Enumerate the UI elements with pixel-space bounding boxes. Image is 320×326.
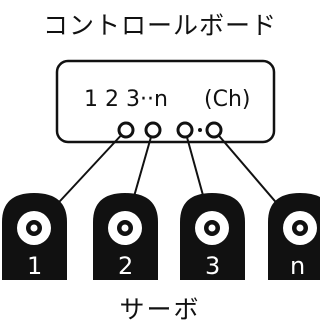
board-port-2 (144, 121, 162, 139)
board-port-1 (117, 121, 135, 139)
board-port-dot (198, 128, 202, 132)
control-board-box (55, 59, 276, 144)
servo-1-label: 1 (27, 252, 42, 280)
board-port-n (205, 121, 223, 139)
servo-n: n (268, 193, 320, 280)
servo-3-label: 3 (205, 252, 220, 280)
board-port-3 (176, 121, 194, 139)
channel-unit-text: (Ch) (204, 87, 250, 112)
servo-n-label: n (290, 252, 305, 280)
servo-3: 3 (180, 193, 245, 280)
servo-caption: サーボ (119, 295, 201, 324)
servo-2: 2 (93, 193, 158, 280)
channel-numbers-text: 1 2 3··n (84, 87, 168, 112)
control-board-title: コントロールボード (42, 11, 277, 40)
servo-2-label: 2 (118, 252, 133, 280)
servo-1: 1 (2, 193, 67, 280)
